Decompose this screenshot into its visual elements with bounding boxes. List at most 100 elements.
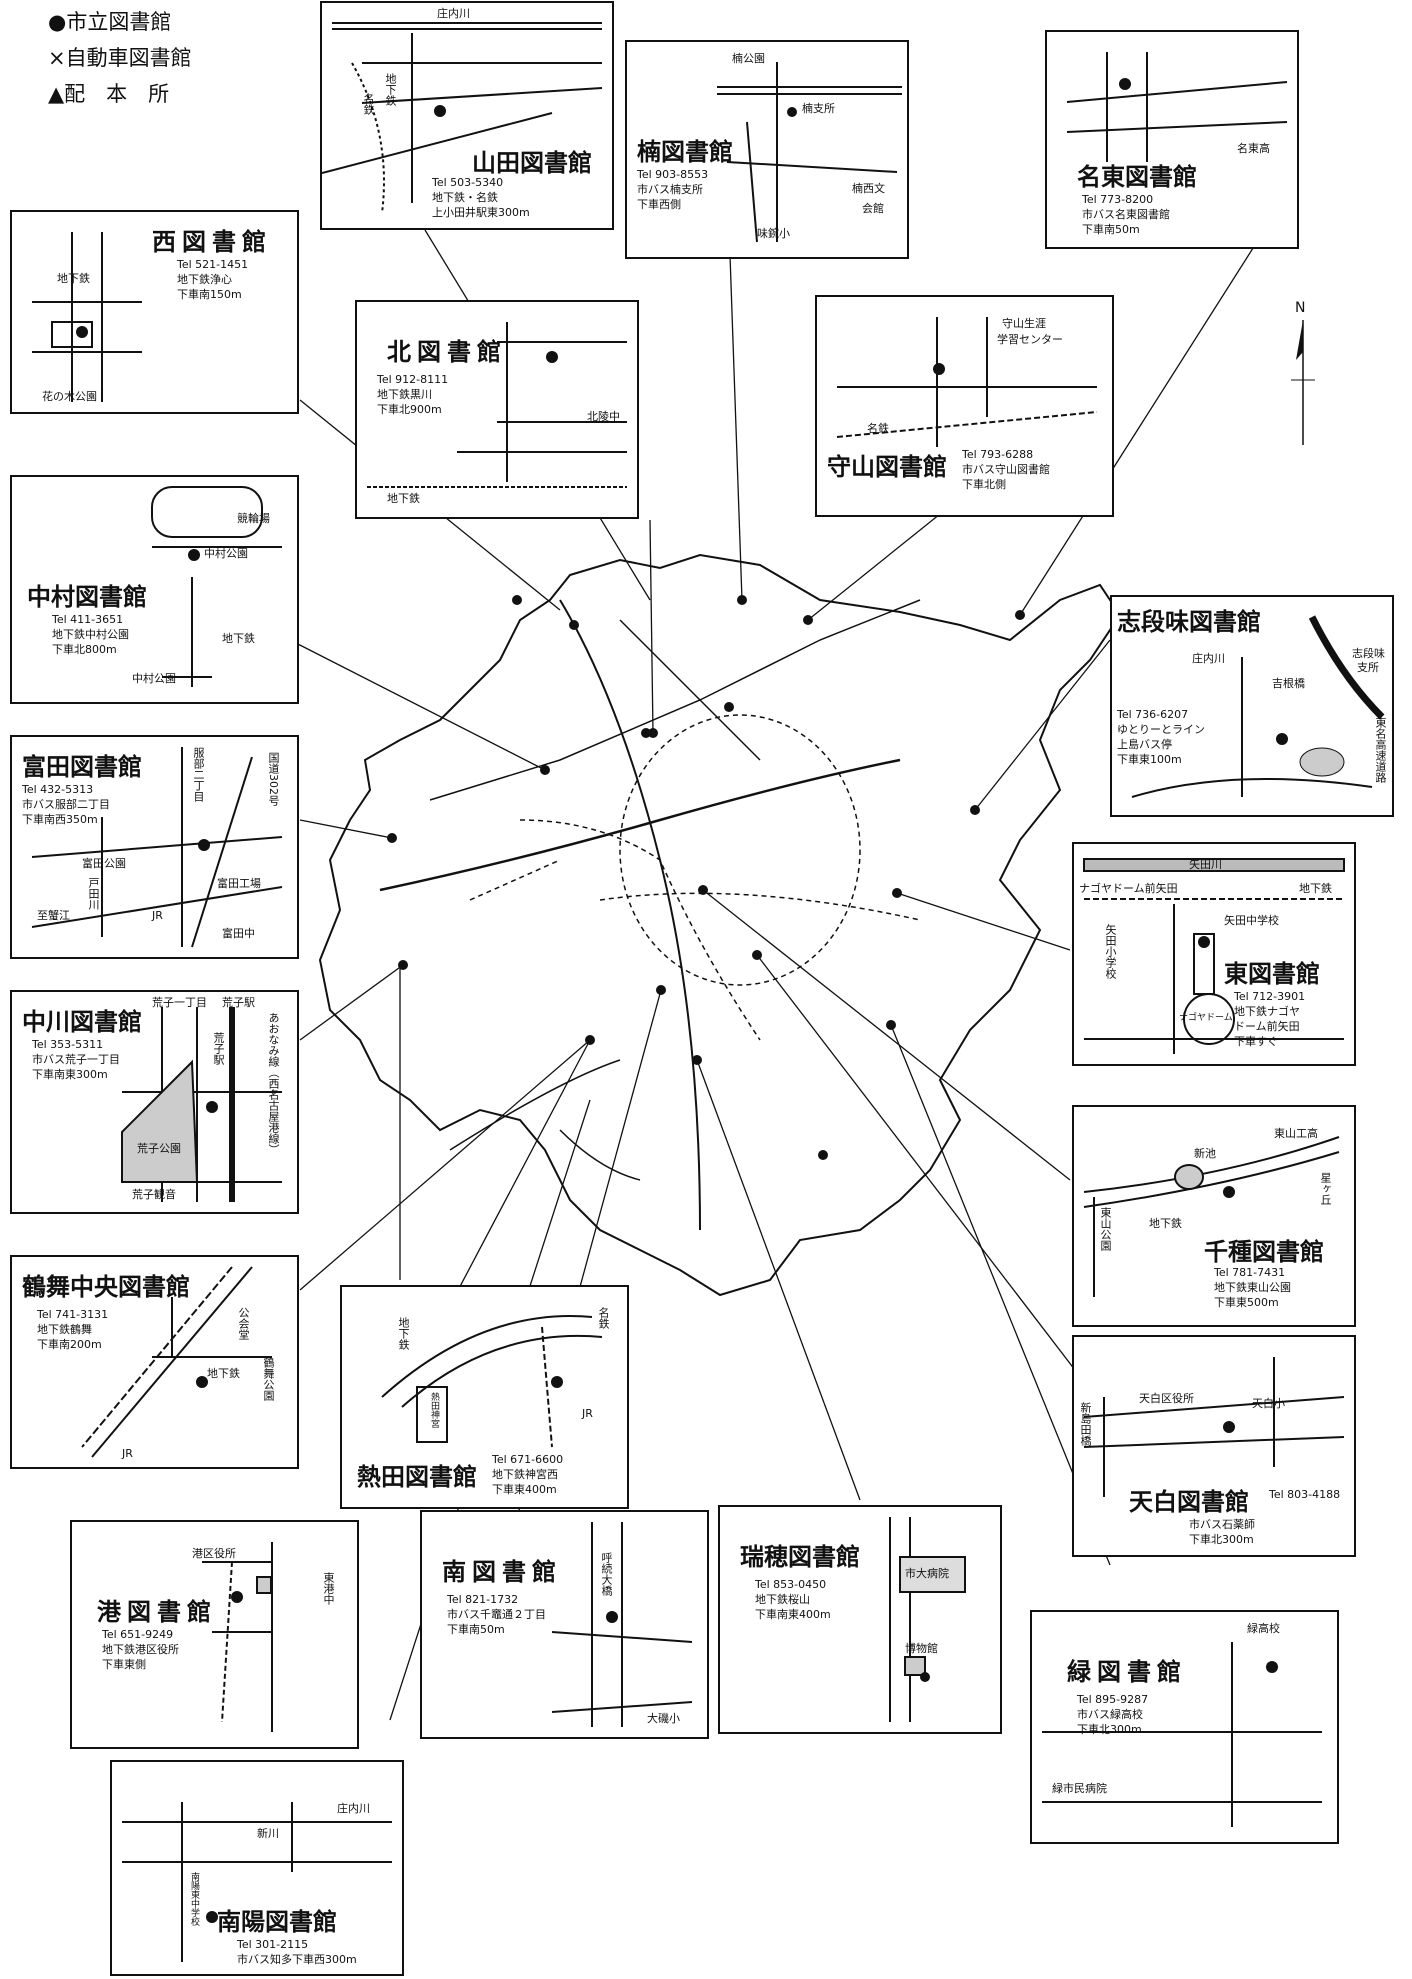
nishi-tel: Tel 521-1451: [177, 258, 249, 271]
library-box-nakagawa: 荒子一丁目 荒子駅 荒子駅 あおなみ線（西名古屋港線） 荒子公園 荒子観音 中川…: [10, 990, 299, 1214]
minami-name: 南図書館: [442, 1558, 562, 1586]
tomita-label-kanie: 至蟹江: [37, 909, 70, 922]
tomita-name: 富田図書館: [22, 753, 142, 781]
library-box-minato: 港区役所 東港中 港図書館 Tel 651-9249 地下鉄港区役所 下車東側: [70, 1520, 359, 1749]
nakagawa-label-park: 荒子公園: [137, 1142, 181, 1155]
chikusa-label-hoshigaoka: 星ヶ丘: [1319, 1172, 1332, 1205]
kusunoki-walk: 下車西側: [637, 198, 681, 211]
tomita-label-jr: JR: [152, 909, 163, 922]
nakagawa-tel: Tel 353-5311: [32, 1038, 104, 1051]
kusunoki-label-school: 味鋺小: [757, 227, 790, 240]
chikusa-walk: 下車東500m: [1214, 1296, 1279, 1309]
tomita-walk: 下車南西350m: [22, 813, 98, 826]
yamada-name: 山田図書館: [472, 149, 592, 177]
kusunoki-info: Tel 903-8553 市バス楠支所 下車西側: [637, 167, 708, 212]
shidami-label-branch1: 志段味: [1352, 647, 1385, 660]
kita-tel: Tel 912-8111: [377, 373, 449, 386]
higashi-label-station: ナゴヤドーム前矢田: [1079, 882, 1178, 895]
library-box-kusunoki: 楠公園 楠支所 楠西文 会館 味鋺小 楠図書館 Tel 903-8553 市バス…: [625, 40, 909, 259]
minato-walk: 下車東側: [102, 1658, 146, 1671]
tempaku-info: 市バス石薬師 下車北300m: [1189, 1517, 1255, 1547]
legend-city-library: ●市立図書館: [48, 10, 172, 34]
tsurumai-tel: Tel 741-3131: [37, 1308, 109, 1321]
library-box-nakamura: 競輪場 中村公園 地下鉄 中村公園 中村図書館 Tel 411-3651 地下鉄…: [10, 475, 299, 704]
nishi-walk: 下車南150m: [177, 288, 242, 301]
minato-name: 港図書館: [97, 1598, 217, 1626]
yamada-line: 地下鉄・名鉄: [432, 191, 498, 204]
kusunoki-tel: Tel 903-8553: [637, 168, 709, 181]
kusunoki-label-west: 楠西文: [852, 182, 885, 195]
moriyama-label-center2: 学習センター: [997, 333, 1063, 346]
midori-tel: Tel 895-9287: [1077, 1693, 1149, 1706]
kita-label-school: 北陵中: [587, 410, 620, 423]
tempaku-label-school: 天白小: [1252, 1397, 1285, 1410]
chikusa-label-school: 東山工高: [1274, 1127, 1318, 1140]
higashi-label-dome: ナゴヤドーム: [1179, 1013, 1233, 1023]
midori-info: Tel 895-9287 市バス緑高校 下車北300m: [1077, 1692, 1148, 1737]
nakagawa-info: Tel 353-5311 市バス荒子一丁目 下車南東300m: [32, 1037, 120, 1082]
minami-tel: Tel 821-1732: [447, 1593, 519, 1606]
higashi-walk: 下車すぐ: [1234, 1035, 1278, 1048]
minami-walk: 下車南50m: [447, 1623, 505, 1636]
tsurumai-label-park: 鶴舞公園: [262, 1357, 275, 1401]
tempaku-label-ward-office: 天白区役所: [1139, 1392, 1194, 1405]
mizuho-info: Tel 853-0450 地下鉄桜山 下車南東400m: [755, 1577, 831, 1622]
nishi-name: 西図書館: [152, 228, 272, 256]
nakagawa-walk: 下車南東300m: [32, 1068, 108, 1081]
tempaku-walk: 下車北300m: [1189, 1533, 1254, 1546]
nakamura-label-park2: 中村公園: [132, 672, 176, 685]
minami-line: 市バス千竈通２丁目: [447, 1608, 546, 1621]
kita-name: 北図書館: [387, 338, 507, 366]
nishi-info: Tel 521-1451 地下鉄浄心 下車南150m: [177, 257, 248, 302]
minami-info: Tel 821-1732 市バス千竈通２丁目 下車南50m: [447, 1592, 546, 1637]
atsuta-line: 地下鉄神宮西: [492, 1468, 558, 1481]
mizuho-walk: 下車南東400m: [755, 1608, 831, 1621]
tomita-line: 市バス服部二丁目: [22, 798, 110, 811]
tomita-tel: Tel 432-5313: [22, 783, 94, 796]
library-box-nishi: 地下鉄 花の木公園 西図書館 Tel 521-1451 地下鉄浄心 下車南150…: [10, 210, 299, 414]
kusunoki-line: 市バス楠支所: [637, 183, 703, 196]
shidami-line: ゆとりーとライン: [1117, 723, 1205, 736]
midori-label-hospital: 緑市民病院: [1052, 1782, 1107, 1795]
chikusa-label-park: 東山公園: [1099, 1207, 1112, 1251]
higashi-info: Tel 712-3901 地下鉄ナゴヤ ドーム前矢田 下車すぐ: [1234, 989, 1305, 1049]
nanyo-label-shinkawa: 新川: [257, 1827, 279, 1840]
kita-info: Tel 912-8111 地下鉄黒川 下車北900m: [377, 372, 448, 417]
yamada-info: Tel 503-5340 地下鉄・名鉄 上小田井駅東300m: [432, 175, 530, 220]
meito-walk: 下車南50m: [1082, 223, 1140, 236]
yamada-tel: Tel 503-5340: [432, 176, 504, 189]
legend-mobile-library: ×自動車図書館: [48, 46, 192, 70]
minato-info: Tel 651-9249 地下鉄港区役所 下車東側: [102, 1627, 179, 1672]
tsurumai-line: 地下鉄鶴舞: [37, 1323, 92, 1336]
library-box-chikusa: 新池 東山工高 星ヶ丘 東山公園 地下鉄 千種図書館 Tel 781-7431 …: [1072, 1105, 1356, 1327]
nanyo-name: 南陽図書館: [217, 1908, 337, 1936]
library-box-tomita: 服部二丁目 国道302号 富田公園 戸田川 富田工場 至蟹江 JR 富田中 富田…: [10, 735, 299, 959]
yamada-label-shonai: 庄内川: [437, 7, 470, 20]
minato-label-ward-office: 港区役所: [192, 1547, 236, 1560]
library-box-tsurumai: 公会堂 鶴舞公園 地下鉄 JR 鶴舞中央図書館 Tel 741-3131 地下鉄…: [10, 1255, 299, 1469]
nanyo-tel: Tel 301-2115: [237, 1938, 309, 1951]
higashi-label-subway: 地下鉄: [1299, 882, 1332, 895]
minato-tel: Tel 651-9249: [102, 1628, 174, 1641]
nakamura-tel: Tel 411-3651: [52, 613, 124, 626]
atsuta-tel: Tel 671-6600: [492, 1453, 564, 1466]
tomita-label-hattori: 服部二丁目: [192, 747, 205, 802]
library-box-mizuho: 市大病院 博物館 瑞穂図書館 Tel 853-0450 地下鉄桜山 下車南東40…: [718, 1505, 1002, 1734]
tomita-label-todagawa: 戸田川: [87, 877, 100, 910]
tomita-label-park: 富田公園: [82, 857, 126, 870]
nishi-label-subway: 地下鉄: [57, 272, 90, 285]
mizuho-tel: Tel 853-0450: [755, 1578, 827, 1591]
tsurumai-label-hall: 公会堂: [237, 1307, 250, 1340]
nakagawa-label-station2: 荒子駅: [212, 1032, 225, 1065]
meito-line: 市バス名東図書館: [1082, 208, 1170, 221]
nakagawa-label-station1: 荒子駅: [222, 996, 255, 1009]
nanyo-line: 市バス知多下車西300m: [237, 1953, 357, 1966]
nanyo-label-shonai: 庄内川: [337, 1802, 370, 1815]
nakagawa-name: 中川図書館: [22, 1008, 142, 1036]
nakagawa-label-aonami: あおなみ線（西名古屋港線）: [267, 1012, 280, 1155]
atsuta-name: 熱田図書館: [357, 1463, 477, 1491]
midori-name: 緑図書館: [1067, 1658, 1187, 1686]
city-boundary: [318, 553, 1122, 1297]
meito-label-highschool: 名東高: [1237, 142, 1270, 155]
